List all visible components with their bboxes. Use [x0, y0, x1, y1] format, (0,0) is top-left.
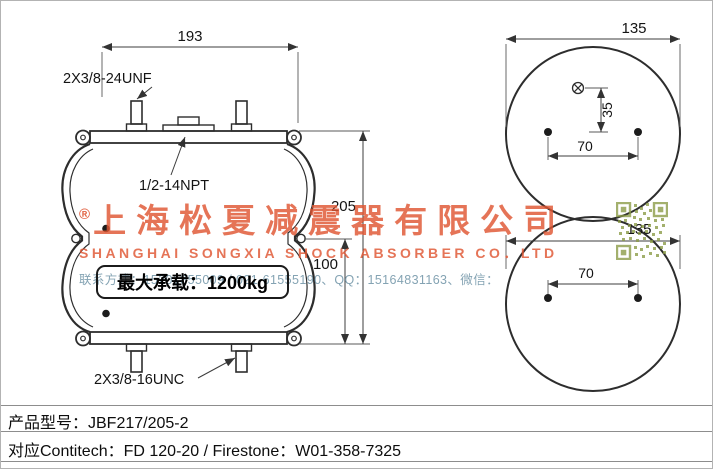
dim-height-label: 205 — [331, 198, 356, 215]
top-plate — [89, 130, 288, 144]
girdle-ring-left — [71, 233, 81, 244]
air-port-boss — [177, 116, 200, 126]
air-spring-drawing: 193 2X3/8-24UNF 1/2-14NPT — [61, 20, 681, 392]
dim-width-label: 193 — [177, 28, 202, 45]
top-view: 135 35 70 — [505, 20, 681, 222]
port-label: 1/2-14NPT — [139, 178, 209, 194]
top-stud-right-flange — [230, 123, 253, 132]
bolt-hole-dot — [634, 294, 642, 302]
bolt-hole-dot — [634, 128, 642, 136]
bead-curl — [80, 134, 86, 141]
cross-reference-line: 对应Contitech：FD 120-20 / Firestone：W01-35… — [8, 443, 402, 460]
bottom-view: 135 70 — [505, 216, 681, 392]
bellows-innerwall-left — [69, 148, 94, 328]
bolt-hole-dot — [544, 128, 552, 136]
top-stud-right — [235, 100, 248, 125]
bottom-view-circle — [505, 216, 681, 392]
bottom-view-diameter-label: 135 — [626, 221, 651, 238]
girdle-ring-right — [296, 233, 306, 244]
bellows-outline-left — [61, 142, 91, 334]
bottom-thread-label: 2X3/8-16UNC — [94, 372, 184, 388]
divider — [1, 461, 712, 462]
bead-curl — [291, 134, 297, 141]
bead-curl — [291, 335, 297, 342]
bottom-plate-bead-right — [286, 330, 302, 347]
bottom-plate-bead-left — [75, 330, 91, 347]
bottom-view-bolt-spacing-label: 70 — [578, 265, 594, 281]
top-stud-left — [130, 100, 143, 125]
leader-arrow — [197, 357, 236, 379]
front-view: 193 2X3/8-24UNF 1/2-14NPT — [61, 28, 370, 388]
top-view-bolt-spacing-label: 70 — [577, 138, 593, 154]
rivet-dot-lower — [102, 309, 110, 318]
bellows-outline-right — [286, 142, 316, 334]
crossed-circle-icon — [571, 81, 585, 95]
top-stud-left-flange — [125, 123, 148, 132]
dim-lower-height-label: 100 — [313, 256, 338, 273]
bellows-innerwall-right — [283, 148, 308, 328]
divider — [1, 431, 712, 432]
top-view-circle — [505, 46, 681, 222]
top-view-diameter-label: 135 — [621, 20, 646, 37]
bottom-stud-right-flange — [230, 343, 253, 352]
leader-arrow — [136, 86, 153, 100]
bottom-stud-left — [130, 350, 143, 373]
bottom-plate — [89, 331, 288, 345]
bottom-stud-left-flange — [125, 343, 148, 352]
top-plate-bead-right — [286, 129, 302, 146]
port-offset-label: 35 — [599, 102, 615, 118]
top-thread-label: 2X3/8-24UNF — [63, 71, 152, 87]
bottom-stud-right — [235, 350, 248, 373]
bolt-hole-dot — [544, 294, 552, 302]
qr-code — [616, 202, 668, 260]
top-plate-bead-left — [75, 129, 91, 146]
bead-curl — [80, 335, 86, 342]
divider — [1, 405, 712, 406]
rivet-dot-upper — [102, 224, 110, 233]
max-load-badge: 最大承载：1200kg — [96, 265, 289, 299]
product-model-line: 产品型号：JBF217/205-2 — [8, 415, 189, 432]
